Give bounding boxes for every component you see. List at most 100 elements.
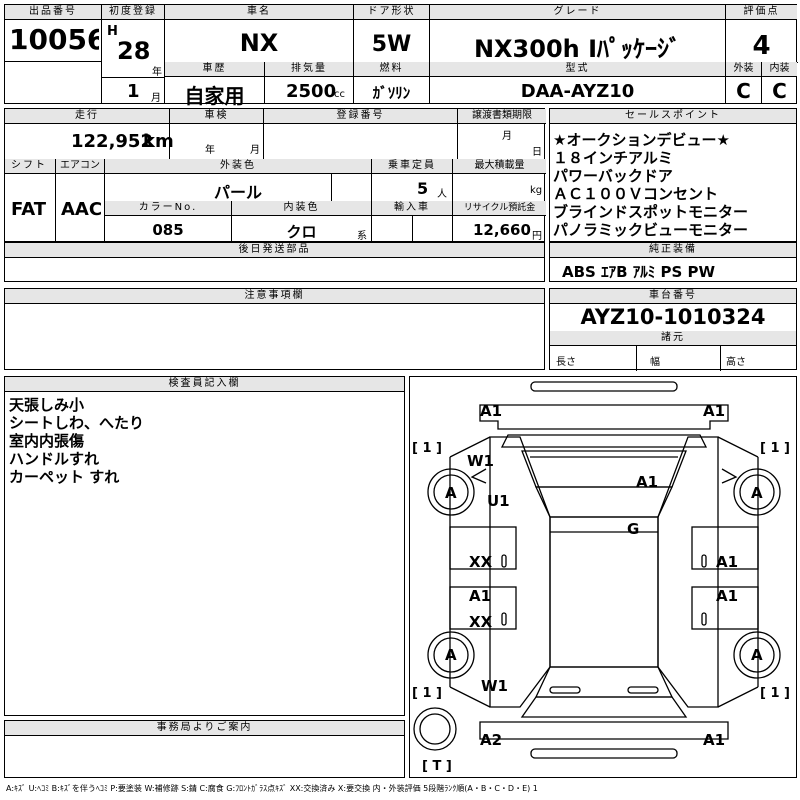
transfer-day-unit: 日 [532, 147, 542, 158]
seats-value: 5 [417, 179, 429, 198]
car-name-label: 車名 [165, 5, 353, 20]
sales-point: ＡＣ１００Ｖコンセント [553, 185, 719, 203]
damage-mark: A1 [469, 587, 492, 605]
ac-value: AAC [61, 199, 103, 220]
sales-point: ★オークションデビュー★ [553, 131, 730, 149]
displacement-label: 排気量 [265, 62, 353, 77]
caution-block: 注意事項欄 [4, 288, 545, 370]
exterior-grade: C [736, 79, 751, 103]
chassis-label: 車台番号 [550, 289, 796, 304]
damage-mark: A1 [716, 553, 739, 571]
damage-mark: A1 [480, 402, 503, 420]
displacement-value: 2500 [286, 81, 337, 102]
recycle-value: 12,660 [473, 221, 531, 239]
damage-mark: XX [469, 613, 493, 631]
lot-number: 10056 [9, 23, 99, 56]
era: H [107, 24, 118, 39]
damage-mark: A [751, 484, 763, 502]
damage-mark: [ 1 ] [760, 441, 790, 456]
inspection-month-unit: 月 [250, 145, 260, 156]
mileage-unit: km [143, 131, 174, 152]
spec-height: 高さ [726, 357, 746, 368]
damage-mark: [ 1 ] [412, 686, 442, 701]
inspector-label: 検査員記入欄 [5, 377, 404, 392]
month-unit: 月 [151, 93, 161, 104]
damage-mark: W1 [481, 677, 508, 695]
header-block: 出品番号 10056 初度登録 H 28 年 1 月 車名 NX ドア形状 5W… [4, 4, 798, 108]
sales-points-list: ★オークションデビュー★ １８インチアルミ パワーバックドア ＡＣ１００Ｖコンセ… [553, 131, 748, 239]
sales-point: パワーバックドア [553, 167, 673, 185]
history-value: 自家用 [184, 84, 245, 108]
fuel-value: ｶﾞｿﾘﾝ [372, 84, 411, 102]
damage-mark: A1 [703, 731, 726, 749]
damage-mark: XX [469, 553, 493, 571]
load-unit: kg [530, 185, 543, 196]
damage-mark: A2 [480, 731, 503, 749]
inspector-note: ハンドルすれ [9, 450, 100, 468]
ac-label: エアコン [56, 159, 104, 174]
damage-mark: [ 1 ] [760, 686, 790, 701]
equipment-label: 純正装備 [550, 243, 796, 258]
year-unit: 年 [152, 67, 162, 78]
damage-mark: A [751, 646, 763, 664]
seats-unit: 人 [437, 189, 447, 200]
damage-mark: [ 1 ] [412, 441, 442, 456]
color-value: パール [213, 183, 262, 202]
transfer-month-unit: 月 [502, 131, 512, 142]
grade-label: グレード [430, 5, 725, 20]
inspector-notes: 天張しみ小 シートしわ、へたり 室内内張傷 ハンドルすれ カーペット すれ [9, 396, 144, 486]
score-value: 4 [752, 31, 771, 61]
recycle-label: リサイクル預託金 [453, 201, 546, 216]
int-color-unit: 系 [357, 231, 367, 242]
reg-month: 1 [127, 81, 140, 102]
shift-label: シフト [5, 159, 55, 174]
sales-point: ブラインドスポットモニター [553, 203, 749, 221]
chassis-block: 車台番号 AYZ10-1010324 諸元 長さ 幅 高さ [549, 288, 797, 371]
inspector-note: 室内内張傷 [9, 432, 85, 450]
grade-value: NX300h Iﾊﾟｯｹｰｼﾞ [473, 35, 682, 63]
inspector-note: シートしわ、へたり [9, 414, 145, 432]
car-name: NX [239, 29, 279, 57]
color-no-label: カラーNo. [105, 201, 231, 216]
damage-mark: G [627, 520, 640, 538]
chassis-number: AYZ10-1010324 [580, 305, 766, 329]
inspector-note: 天張しみ小 [9, 396, 85, 414]
damage-mark: A [445, 646, 457, 664]
sales-points-block: セールスポイント ★オークションデビュー★ １８インチアルミ パワーバックドア … [549, 108, 797, 242]
equipment-value: ABS ｴｱB ｱﾙﾐ PS PW [562, 263, 716, 281]
damage-mark: A [445, 484, 457, 502]
interior-grade: C [772, 79, 787, 103]
equipment-block: 純正装備 ABS ｴｱB ｱﾙﾐ PS PW [549, 242, 797, 282]
color-label: 外装色 [105, 159, 371, 174]
later-parts-block: 後日発送部品 [4, 242, 545, 282]
interior-label: 内装 [762, 62, 797, 77]
damage-mark: U1 [487, 492, 510, 510]
inspector-block: 検査員記入欄 天張しみ小 シートしわ、へたり 室内内張傷 ハンドルすれ カーペッ… [4, 376, 405, 716]
spec-width: 幅 [650, 357, 660, 368]
mileage-label: 走行 [5, 109, 169, 124]
import-label: 輸入車 [372, 201, 452, 216]
inspector-note: カーペット すれ [9, 468, 120, 486]
damage-mark: A1 [636, 473, 659, 491]
office-label: 事務局よりご案内 [5, 721, 404, 736]
reg-number-label: 登録番号 [264, 109, 457, 124]
int-color-value: クロ [286, 223, 317, 241]
later-parts-label: 後日発送部品 [5, 243, 544, 258]
car-outline [413, 381, 781, 759]
reg-year: 28 [117, 37, 151, 65]
transfer-label: 譲渡書類期限 [458, 109, 546, 124]
displacement-unit: cc [334, 89, 345, 100]
legend: A:ｷｽﾞ U:ﾍｺﾐ B:ｷｽﾞを伴うﾍｺﾐ P:要塗装 W:補修跡 S:錆 … [6, 784, 538, 793]
int-color-label: 内装色 [232, 201, 371, 216]
fuel-label: 燃料 [354, 62, 429, 77]
sales-point: １８インチアルミ [553, 149, 673, 167]
door-label: ドア形状 [354, 5, 429, 20]
recycle-unit: 円 [532, 231, 542, 242]
color-no-value: 085 [152, 221, 184, 239]
specs-label: 諸元 [550, 331, 796, 346]
caution-label: 注意事項欄 [5, 289, 544, 304]
shift-value: FAT [11, 199, 47, 220]
car-diagram: A1 A1 [ 1 ] [ 1 ] W1 A U1 A1 A G XX A1 A… [409, 376, 797, 778]
door-type: 5W [371, 32, 412, 57]
seats-label: 乗車定員 [372, 159, 452, 174]
